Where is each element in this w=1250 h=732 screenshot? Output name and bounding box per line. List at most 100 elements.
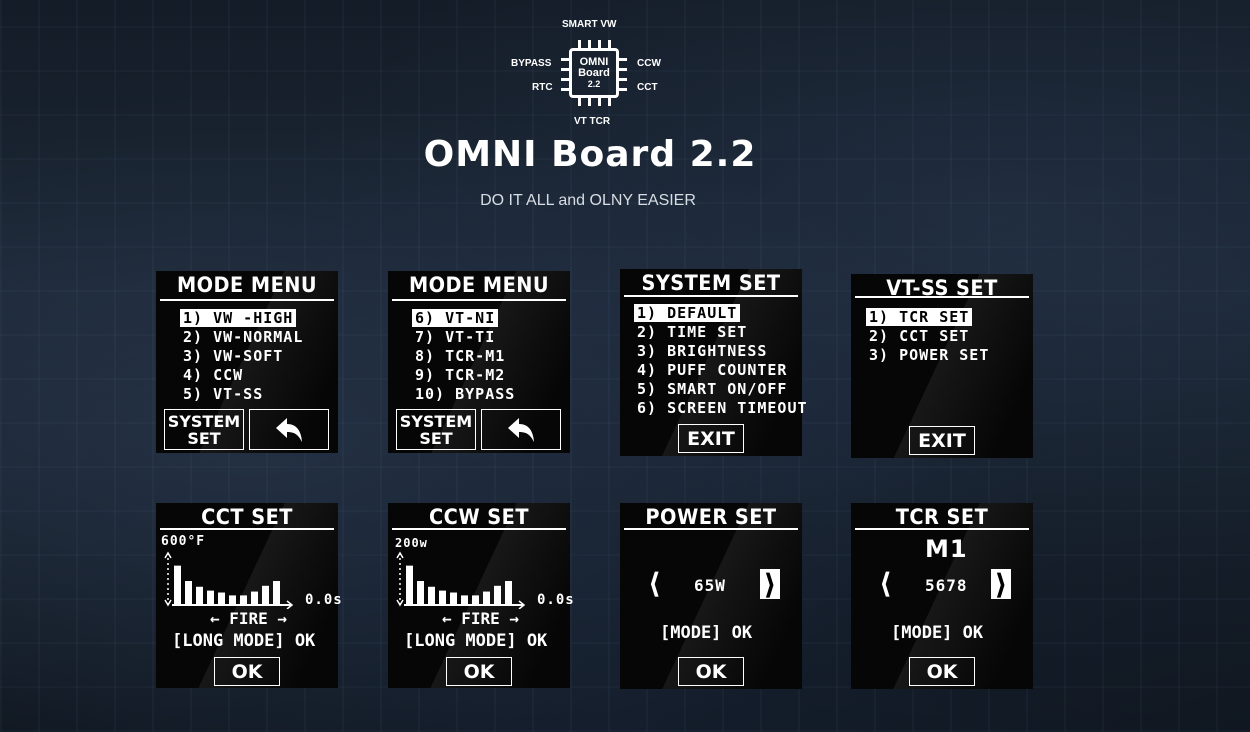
screen-power-set: POWER SET ⟨ 65W ⟩ [MODE] OK OK	[620, 503, 802, 689]
back-button[interactable]	[249, 409, 329, 450]
chart-max-label: 200w	[395, 536, 428, 550]
ok-button[interactable]: OK	[446, 657, 512, 686]
chart-time-label: 0.0s	[537, 592, 575, 608]
fire-label: ← FIRE →	[442, 609, 520, 628]
ok-button[interactable]: OK	[214, 657, 280, 686]
curve-chart[interactable]	[392, 551, 542, 609]
system-set-button[interactable]: SYSTEM SET	[164, 409, 244, 450]
menu-item-smart-on-off[interactable]: 5) SMART ON/OFF	[637, 380, 788, 398]
logo-label-bottom: VT TCR	[574, 116, 611, 127]
menu-item-vw-soft[interactable]: 3) VW-SOFT	[183, 347, 284, 365]
long-mode-label: [LONG MODE] OK	[404, 631, 548, 651]
menu-item-vt-ti[interactable]: 7) VT-TI	[415, 328, 496, 346]
menu-item-vw-high[interactable]: 1) VW -HIGH	[180, 309, 297, 327]
screen-vt-ss-set: VT-SS SET 1) TCR SET 2) CCT SET 3) POWER…	[851, 274, 1033, 458]
system-set-button[interactable]: SYSTEM SET	[396, 409, 476, 450]
chart-bar	[483, 591, 490, 605]
fire-label: ← FIRE →	[210, 609, 288, 628]
chart-bar	[505, 581, 512, 605]
divider	[624, 295, 798, 297]
menu-item-tcr-set[interactable]: 1) TCR SET	[866, 308, 973, 326]
divider	[392, 299, 566, 301]
screen-title: CCT SET	[201, 505, 293, 529]
omni-board-logo: SMART VW BYPASS RTC CCW CCT VT TCR OMNI …	[508, 16, 668, 132]
increase-arrow-icon[interactable]: ⟩	[760, 568, 780, 601]
power-value: 65W	[694, 576, 726, 595]
divider	[855, 528, 1029, 530]
menu-item-puff-counter[interactable]: 4) PUFF COUNTER	[637, 361, 788, 379]
curve-chart[interactable]	[160, 551, 310, 609]
chart-bar	[240, 595, 247, 605]
increase-arrow-icon[interactable]: ⟩	[991, 568, 1011, 601]
long-mode-label: [LONG MODE] OK	[172, 631, 316, 651]
chart-y-arrow-up	[164, 551, 172, 559]
chart-bar	[251, 591, 258, 605]
chart-time-label: 0.0s	[305, 592, 343, 608]
mode-ok-label: [MODE] OK	[891, 623, 984, 643]
chart-bar	[262, 585, 269, 605]
divider	[624, 528, 798, 530]
chart-max-label: 600°F	[161, 534, 206, 549]
logo-label-right-bottom: CCT	[637, 82, 658, 93]
decrease-arrow-icon[interactable]: ⟨	[879, 567, 892, 600]
menu-item-time-set[interactable]: 2) TIME SET	[637, 323, 748, 341]
chart-bar	[207, 590, 214, 605]
back-arrow-icon	[508, 417, 534, 442]
ok-button[interactable]: OK	[678, 657, 744, 686]
menu-item-default[interactable]: 1) DEFAULT	[634, 304, 741, 322]
chart-bar	[494, 585, 501, 605]
divider	[855, 296, 1029, 298]
chart-bar	[428, 586, 435, 605]
menu-item-power-set[interactable]: 3) POWER SET	[869, 346, 990, 364]
page-subtitle: DO IT ALL and OLNY EASIER	[480, 192, 696, 209]
menu-item-ccw[interactable]: 4) CCW	[183, 366, 244, 384]
chart-y-arrow-down	[396, 599, 404, 607]
screen-title: SYSTEM SET	[641, 271, 781, 295]
menu-item-vt-ni[interactable]: 6) VT-NI	[412, 309, 499, 327]
chart-x-arrow	[518, 600, 526, 609]
ok-button[interactable]: OK	[909, 657, 975, 686]
divider	[160, 528, 334, 530]
logo-label-left-top: BYPASS	[511, 58, 552, 69]
menu-item-brightness[interactable]: 3) BRIGHTNESS	[637, 342, 768, 360]
screen-cct-set: CCT SET 600°F 0.0s ← FIRE → [LONG MODE] …	[156, 503, 342, 688]
screen-title: POWER SET	[645, 505, 777, 529]
menu-item-bypass[interactable]: 10) BYPASS	[415, 385, 516, 403]
screen-tcr-set: TCR SET M1 ⟨ 5678 ⟩ [MODE] OK OK	[851, 503, 1033, 689]
chart-bar	[273, 581, 280, 605]
screen-title: CCW SET	[429, 505, 529, 529]
exit-button[interactable]: EXIT	[678, 424, 744, 453]
divider	[392, 528, 566, 530]
chip-icon: OMNI Board 2.2	[569, 48, 619, 98]
screen-title: TCR SET	[895, 505, 989, 529]
chart-bar	[185, 581, 192, 605]
tcr-mode-label: M1	[925, 535, 968, 563]
decrease-arrow-icon[interactable]: ⟨	[648, 567, 661, 600]
chart-bar	[229, 595, 236, 605]
chart-bar	[439, 590, 446, 605]
back-arrow-icon	[276, 417, 302, 442]
menu-item-vw-normal[interactable]: 2) VW-NORMAL	[183, 328, 304, 346]
chart-y-arrow-up	[396, 551, 404, 559]
menu-item-tcr-m2[interactable]: 9) TCR-M2	[415, 366, 506, 384]
mode-ok-label: [MODE] OK	[660, 623, 753, 643]
screen-ccw-set: CCW SET 200w 0.0s ← FIRE → [LONG MODE] O…	[388, 503, 574, 688]
screen-system-set: SYSTEM SET 1) DEFAULT 2) TIME SET 3) BRI…	[620, 269, 807, 456]
chart-bar	[218, 592, 225, 605]
menu-item-vt-ss[interactable]: 5) VT-SS	[183, 385, 264, 403]
menu-item-screen-timeout[interactable]: 6) SCREEN TIMEOUT	[637, 399, 808, 417]
logo-label-right-top: CCW	[637, 58, 661, 69]
page-title: OMNI Board 2.2	[423, 134, 757, 175]
back-button[interactable]	[481, 409, 561, 450]
screen-mode-menu-2: MODE MENU 6) VT-NI 7) VT-TI 8) TCR-M1 9)…	[388, 271, 570, 453]
menu-item-cct-set[interactable]: 2) CCT SET	[869, 327, 970, 345]
chart-bar	[472, 595, 479, 605]
chart-y-arrow-down	[164, 599, 172, 607]
chart-bar	[174, 565, 181, 605]
chart-bar	[196, 586, 203, 605]
screen-title: MODE MENU	[176, 273, 318, 297]
chart-x-arrow	[286, 600, 294, 609]
chart-bar	[461, 595, 468, 605]
menu-item-tcr-m1[interactable]: 8) TCR-M1	[415, 347, 506, 365]
exit-button[interactable]: EXIT	[909, 426, 975, 455]
